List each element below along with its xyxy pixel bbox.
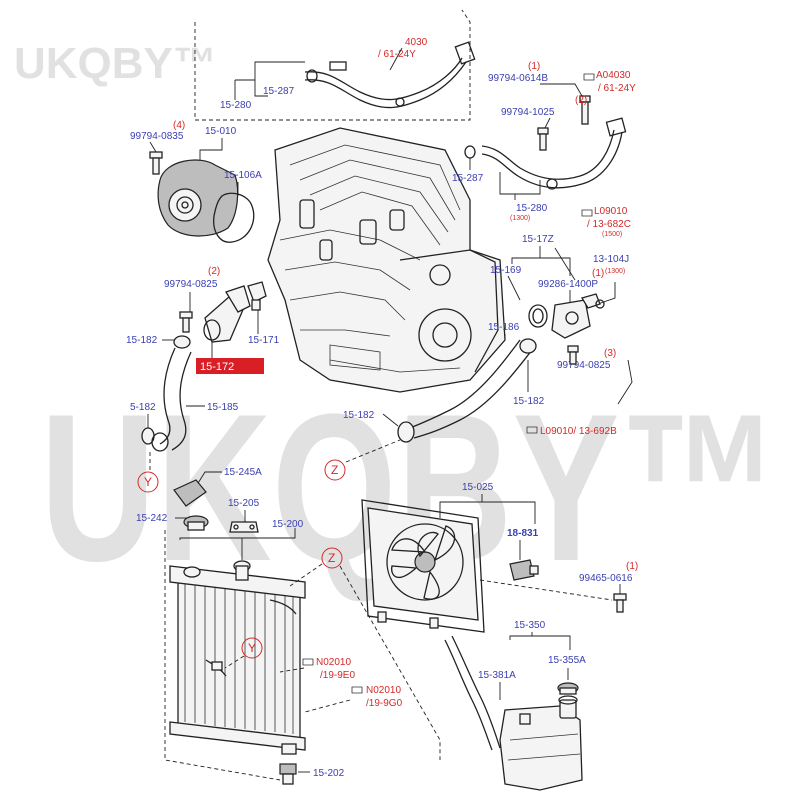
- label-5-182: 5-182: [130, 402, 156, 413]
- ref-circle-y-upper: [137, 471, 159, 493]
- label-15-350: 15-350: [514, 620, 546, 631]
- label-qty-99794-0825-r: (3): [604, 348, 616, 359]
- engine-block: [267, 127, 506, 393]
- label-15-202: 15-202: [313, 768, 345, 779]
- label-99794-0835: 99794-0835: [130, 131, 184, 142]
- label-13-104j: 13-104J: [593, 254, 629, 265]
- ref-y-upper: Y: [144, 475, 152, 489]
- label-l09010-a: L09010: [594, 206, 628, 217]
- label-1500: (1500): [602, 231, 622, 238]
- label-15-169: 15-169: [490, 265, 522, 276]
- bracket-15-205: [229, 521, 259, 533]
- bolt-99794-0825-left: [179, 311, 193, 333]
- radiator-cap-15-242: [183, 515, 209, 531]
- label-18-831: 18-831: [507, 528, 539, 539]
- cooling-fan-shroud-15-025: [361, 499, 485, 633]
- label-19-9g0: /19-9G0: [366, 698, 403, 709]
- label-15-242: 15-242: [136, 513, 168, 524]
- bolt-99794-1025: [537, 127, 549, 151]
- label-15-106a: 15-106A: [224, 170, 262, 181]
- bolt-99794-0614b: [579, 95, 591, 125]
- label-15-025: 15-025: [462, 482, 494, 493]
- label-15-182-mid: 15-182: [343, 410, 375, 421]
- label-99794-1025: 99794-1025: [501, 107, 555, 118]
- bolt-99465-0616: [613, 593, 627, 613]
- sensor-15-171: [247, 281, 267, 311]
- label-15-287-top: 15-287: [263, 86, 295, 97]
- watermark-corner: UKQBY™: [14, 39, 217, 88]
- label-15-245a: 15-245A: [224, 467, 262, 478]
- label-1300-b: (1300): [605, 268, 625, 275]
- label-99465-0616: 99465-0616: [579, 573, 633, 584]
- label-n02010-a: N02010: [316, 657, 351, 668]
- radiator-hose-15-185: [141, 347, 192, 452]
- ref-tag-icon: [581, 209, 593, 217]
- label-15-287-mid: 15-287: [452, 173, 484, 184]
- ref-circle-z-lower: [321, 547, 343, 569]
- label-15-182-l1: 15-182: [126, 335, 158, 346]
- label-qty-13-104j: (1): [592, 268, 604, 279]
- ref-tag-icon: [526, 426, 538, 434]
- overflow-hose-15-381a: [444, 635, 501, 751]
- highlight-15-172: [196, 358, 264, 374]
- label-qty-99794-1025: (2): [575, 95, 587, 106]
- ref-z-lower: Z: [328, 551, 335, 565]
- label-15-172: 15-172: [200, 361, 234, 373]
- label-qty-99465-0616: (1): [626, 561, 638, 572]
- label-qty-99794-0825-l: (2): [208, 266, 220, 277]
- label-99794-0614b: 99794-0614B: [488, 73, 548, 84]
- top-inset-box: [194, 9, 476, 121]
- radiator-15-200: [169, 560, 306, 755]
- ref-tag-icon: [302, 658, 314, 666]
- label-qty-99794-0614b: (1): [528, 61, 540, 72]
- bolt-99794-0825-right: [567, 345, 579, 365]
- label-15-010: 15-010: [205, 126, 237, 137]
- label-1300-a: (1300): [510, 215, 530, 222]
- label-99286-1400p: 99286-1400P: [538, 279, 598, 290]
- label-99794-0825-r: 99794-0825: [557, 360, 611, 371]
- label-15-355a: 15-355A: [548, 655, 586, 666]
- label-15-381a: 15-381A: [478, 670, 516, 681]
- reservoir-cap-15-355a: [557, 682, 579, 695]
- ref-tag-icon: [351, 686, 363, 694]
- label-61-24y-right: / 61-24Y: [598, 83, 636, 94]
- label-15-185: 15-185: [207, 402, 239, 413]
- label-15-200: 15-200: [272, 519, 304, 530]
- label-13-682c: / 13-682C: [587, 219, 631, 230]
- label-15-171: 15-171: [248, 335, 280, 346]
- label-15-280-mid: 15-280: [516, 203, 548, 214]
- ref-circle-z-upper: [324, 459, 346, 481]
- label-a04030: A04030: [596, 70, 631, 81]
- label-15-205: 15-205: [228, 498, 260, 509]
- label-19-9e0: /19-9E0: [320, 670, 355, 681]
- ref-y-lower: Y: [248, 641, 256, 655]
- label-15-182-r: 15-182: [513, 396, 545, 407]
- label-15-17z: 15-17Z: [522, 234, 554, 245]
- thermostat-housing-15-17z: [528, 293, 605, 339]
- label-qty-99794-0835: (4): [173, 120, 185, 131]
- label-61-24y-top: / 61-24Y: [378, 49, 416, 60]
- ref-z-upper: Z: [331, 463, 338, 477]
- label-99794-0825-l: 99794-0825: [164, 279, 218, 290]
- water-pump: [157, 159, 239, 237]
- label-4030: 4030: [405, 37, 428, 48]
- hose-clamp-upper-left: [173, 335, 191, 349]
- ref-circle-y-lower: [241, 637, 263, 659]
- ref-tag-icon: [583, 73, 595, 81]
- label-l09010-13-692b: L09010/ 13-692B: [540, 426, 617, 437]
- water-outlet-15-172: [203, 285, 251, 343]
- radiator-hose-15-186: [397, 338, 537, 443]
- fan-resistor-18-831: [509, 559, 539, 581]
- drain-plug-15-202: [279, 763, 297, 785]
- reservoir-tank-15-350: [499, 695, 583, 791]
- water-pipe-15-280: [464, 117, 627, 190]
- gasket-15-106a: [213, 192, 255, 243]
- label-15-186: 15-186: [488, 322, 520, 333]
- label-n02010-b: N02010: [366, 685, 401, 696]
- bolt-99794-0835: [149, 151, 163, 175]
- label-15-280-top: 15-280: [220, 100, 252, 111]
- insulator-15-245a: [173, 479, 207, 507]
